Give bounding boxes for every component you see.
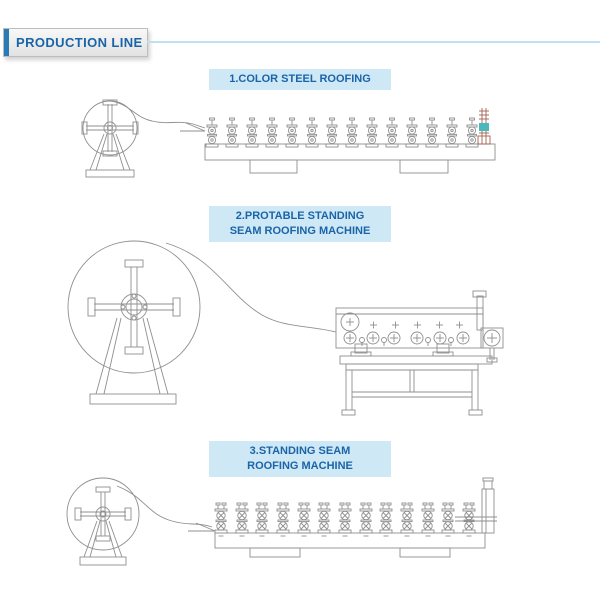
section-label-standing-seam: 3.STANDING SEAM ROOFING MACHINE	[209, 441, 391, 477]
section-label-line: SEAM ROOFING MACHINE	[229, 225, 371, 237]
section-label-color-steel-roofing: 1.COLOR STEEL ROOFING	[209, 69, 391, 90]
section-label-line: 1.COLOR STEEL ROOFING	[229, 73, 371, 85]
steel-sheet-path	[110, 100, 206, 132]
roll-former-icon	[204, 117, 496, 174]
crank-icon	[472, 290, 504, 363]
roll-former-icon	[214, 502, 486, 558]
decoiler-icon	[67, 240, 201, 405]
diagram-portable-standing-seam-machine	[67, 240, 504, 416]
section-label-line: 2.PROTABLE STANDING	[235, 210, 365, 222]
section-label-portable-standing-seam: 2.PROTABLE STANDING SEAM ROOFING MACHINE	[209, 206, 391, 242]
section-label-line: 3.STANDING SEAM	[249, 445, 351, 457]
steel-sheet-path	[165, 242, 337, 333]
steel-sheet-path	[116, 485, 216, 532]
adjuster-plus-marks	[370, 321, 463, 329]
decoiler-icon	[66, 477, 140, 566]
bench-seamer-icon	[335, 307, 493, 365]
roller-stations	[214, 502, 476, 537]
cutter-icon	[477, 108, 491, 145]
page-title-box: PRODUCTION LINE	[3, 28, 148, 57]
table-stand	[341, 363, 483, 416]
page-title: PRODUCTION LINE	[16, 35, 143, 50]
roller-stations	[205, 117, 479, 148]
header-rule-line	[147, 41, 600, 43]
diagram-color-steel-roofing-line	[81, 99, 496, 178]
decoiler-icon	[81, 99, 139, 178]
diagram-standing-seam-roofing-line	[66, 477, 497, 566]
shear-column-icon	[455, 477, 497, 534]
section-label-line: ROOFING MACHINE	[247, 460, 353, 472]
accent-bar	[4, 29, 9, 56]
